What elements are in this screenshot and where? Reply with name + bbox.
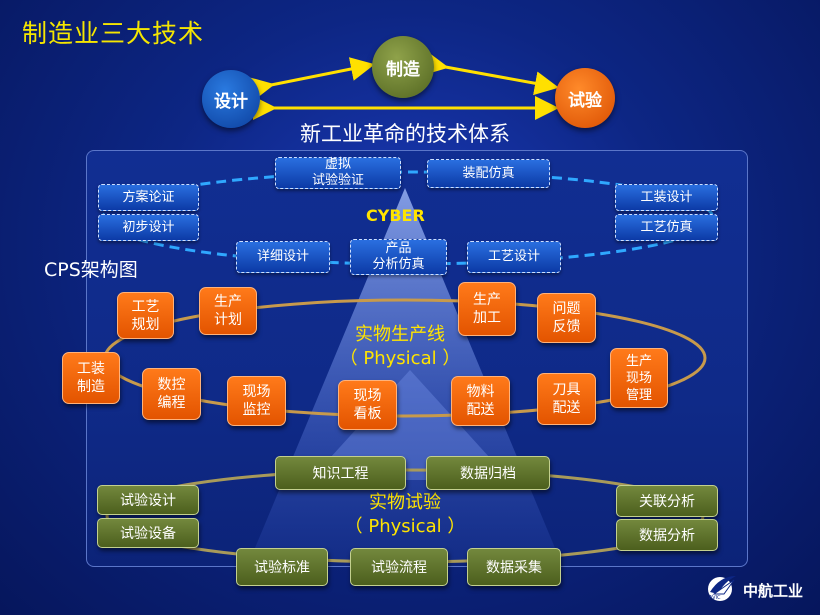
nc-programming-box: 数控 编程 — [142, 368, 201, 420]
process-design-box: 工艺设计 — [467, 241, 561, 273]
correlation-analysis-box: 关联分析 — [616, 485, 718, 517]
scheme-box: 方案论证 — [98, 184, 199, 211]
testing-label: 实物试验 （ Physical ） — [305, 491, 505, 539]
knowledge-engineering-box: 知识工程 — [275, 456, 406, 490]
avic-logo-icon: AVIC — [704, 572, 740, 604]
data-analysis-box: 数据分析 — [616, 519, 718, 551]
site-board-box: 现场 看板 — [338, 380, 397, 430]
physical-beam — [310, 370, 510, 480]
testing-label-line2: （ Physical ） — [344, 516, 466, 537]
tooling-design-box: 工装设计 — [615, 184, 718, 211]
tool-delivery-box: 刀具 配送 — [537, 373, 596, 425]
site-monitor-box: 现场 监控 — [227, 376, 286, 426]
avic-mark-text: AVIC — [709, 595, 721, 601]
data-archive-box: 数据归档 — [426, 456, 550, 490]
arrow-make-test — [423, 51, 559, 96]
detail-design-box: 详细设计 — [236, 241, 330, 273]
tooling-make-box: 工装 制造 — [62, 352, 120, 404]
testing-label-line1: 实物试验 — [369, 492, 441, 513]
data-collection-box: 数据采集 — [467, 548, 561, 586]
material-delivery-box: 物料 配送 — [451, 376, 510, 426]
production-label: 实物生产线 （ Physical ） — [300, 323, 500, 371]
process-plan-box: 工艺 规划 — [117, 292, 174, 339]
production-label-line1: 实物生产线 — [355, 324, 445, 345]
tech-system-label: 新工业革命的技术体系 — [300, 122, 510, 146]
virtual-test-box: 虚拟 试验验证 — [275, 157, 401, 189]
testing-circle: 试验 — [555, 68, 615, 128]
tech-arrows — [248, 51, 559, 120]
test-standard-box: 试验标准 — [236, 548, 328, 586]
product-sim-box: 产品 分析仿真 — [350, 239, 447, 275]
prelim-design-box: 初步设计 — [98, 214, 199, 241]
production-plan-box: 生产 计划 — [199, 287, 257, 335]
assembly-sim-box: 装配仿真 — [427, 159, 550, 188]
site-management-box: 生产 现场 管理 — [610, 348, 668, 408]
test-flow-box: 试验流程 — [350, 548, 448, 586]
slide-title: 制造业三大技术 — [22, 19, 205, 48]
manufacturing-circle: 制造 — [372, 36, 434, 98]
test-design-box: 试验设计 — [97, 485, 199, 515]
cyber-label: CYBER — [366, 206, 425, 225]
production-process-box: 生产 加工 — [458, 282, 516, 336]
arrow-design-make — [248, 57, 375, 101]
production-label-line2: （ Physical ） — [339, 348, 461, 369]
cps-diagram-label: CPS架构图 — [44, 259, 138, 281]
avic-logo-text: 中航工业 — [743, 582, 804, 600]
test-equipment-box: 试验设备 — [97, 518, 199, 548]
process-sim-box: 工艺仿真 — [615, 214, 718, 241]
design-circle: 设计 — [202, 70, 260, 128]
feedback-box: 问题 反馈 — [537, 293, 596, 343]
